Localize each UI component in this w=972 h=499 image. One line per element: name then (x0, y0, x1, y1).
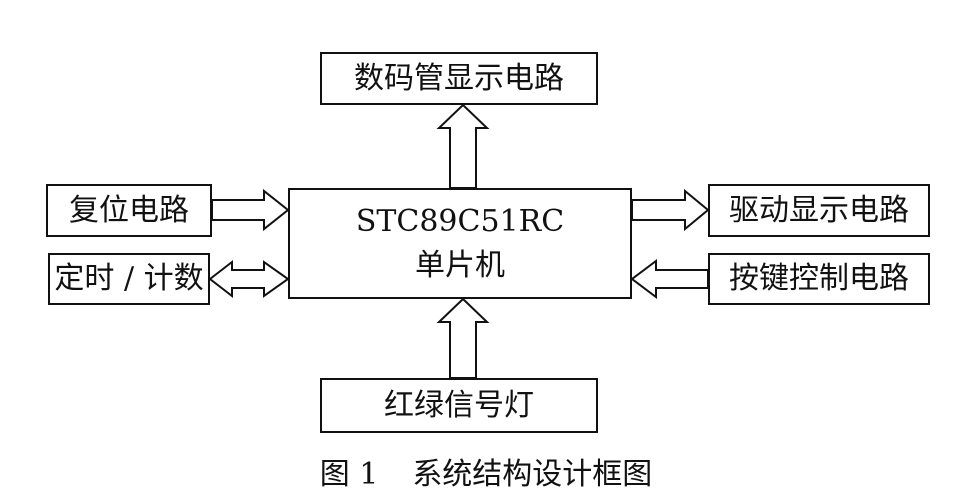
reset-circuit-label: 复位电路 (69, 192, 189, 228)
traffic-light-block: 红绿信号灯 (320, 378, 598, 433)
drive-display-circuit-block: 驱动显示电路 (708, 184, 930, 237)
timer-counter-block: 定时 / 计数 (48, 253, 210, 305)
mcu-type-label: 单片机 (415, 247, 505, 283)
keypad-control-circuit-label: 按键控制电路 (729, 261, 909, 297)
traffic-light-label: 红绿信号灯 (384, 387, 534, 423)
mcu-model-label: STC89C51RC (355, 204, 565, 239)
timer-counter-label: 定时 / 计数 (54, 261, 204, 297)
arrow-reset-to-mcu (211, 188, 290, 232)
arrow-traffic-light-to-mcu (436, 297, 490, 379)
figure-number: 图 1 (319, 457, 379, 492)
arrow-timer-mcu-bidirectional (208, 259, 290, 299)
arrow-keypad-to-mcu (630, 259, 709, 299)
figure-caption: 图 1 系统结构设计框图 (0, 449, 972, 493)
drive-display-circuit-label: 驱动显示电路 (729, 192, 909, 228)
display-circuit-label: 数码管显示电路 (354, 60, 564, 96)
reset-circuit-block: 复位电路 (46, 184, 212, 237)
keypad-control-circuit-block: 按键控制电路 (708, 253, 930, 305)
figure-title: 系统结构设计框图 (412, 457, 653, 492)
arrow-mcu-to-display (436, 103, 490, 189)
mcu-block: STC89C51RC 单片机 (288, 188, 632, 299)
display-circuit-block: 数码管显示电路 (320, 52, 598, 105)
arrow-mcu-to-drive-display (631, 188, 710, 232)
